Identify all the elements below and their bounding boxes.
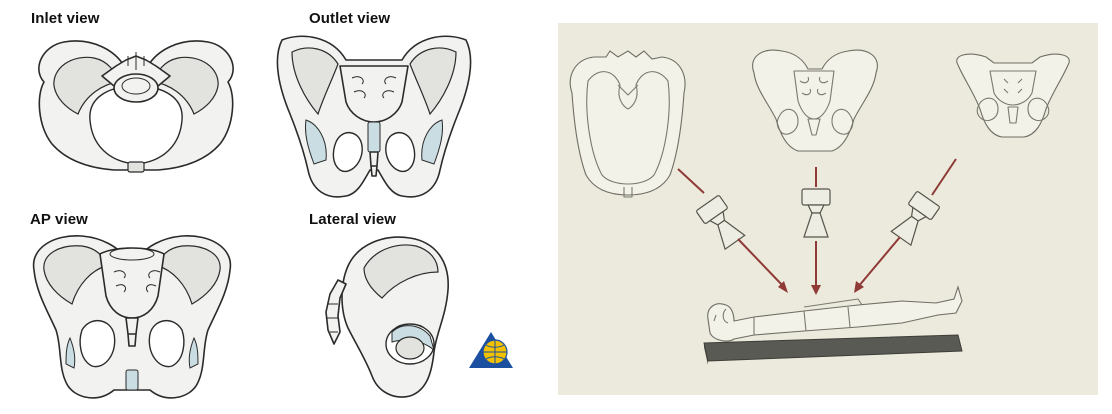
ap-view-illustration — [32, 235, 232, 399]
beam-center-arrowhead — [811, 285, 821, 295]
pelvis-inlet-sketch-icon — [569, 50, 686, 198]
pelvis-ap-sketch-icon — [752, 49, 878, 152]
outlet-view-illustration — [276, 35, 472, 198]
beam-left-upper — [677, 168, 705, 194]
xray-tube-center-icon — [801, 188, 831, 238]
beam-arrows — [677, 158, 957, 295]
xray-tube-right-icon — [890, 191, 940, 247]
xray-tube-left-icon — [696, 195, 746, 251]
inlet-view-illustration — [38, 40, 234, 173]
beam-right-upper — [931, 158, 957, 196]
beam-right-arrowhead — [854, 281, 864, 293]
ap-view-label: AP view — [30, 211, 88, 228]
xray-projection-diagram — [569, 49, 1070, 365]
pelvis-outlet-sketch-icon — [956, 53, 1070, 138]
globe-triangle-logo-icon — [469, 332, 513, 368]
beam-right-lower — [857, 236, 901, 288]
beam-left-arrowhead — [778, 281, 788, 293]
inlet-view-label: Inlet view — [31, 10, 100, 27]
lateral-view-illustration — [325, 236, 449, 398]
pelvis-views-panel: Inlet view Outlet view AP view Lateral v… — [0, 0, 540, 414]
patient-supine-icon — [703, 285, 963, 365]
xray-projection-panel — [558, 23, 1098, 395]
outlet-view-label: Outlet view — [309, 10, 391, 27]
beam-left-lower — [737, 238, 785, 288]
lateral-view-label: Lateral view — [309, 211, 397, 228]
